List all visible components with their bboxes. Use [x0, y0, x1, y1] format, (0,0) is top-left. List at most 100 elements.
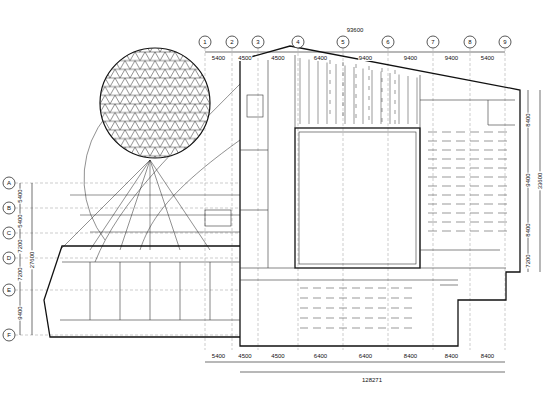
dimension-text: 4500: [237, 55, 252, 61]
axis-label: 8: [467, 39, 472, 45]
plan-stroke: [378, 298, 386, 299]
dimension-text: 128271: [361, 377, 383, 383]
plan-stroke: [326, 328, 334, 329]
plan-stroke: [343, 82, 344, 86]
plan-stroke: [352, 318, 360, 319]
plan-stroke: [404, 288, 412, 289]
plan-stroke: [442, 231, 451, 232]
plan-stroke: [343, 112, 344, 116]
plan-stroke: [442, 186, 451, 187]
plan-stroke: [456, 195, 465, 196]
dimension-text: 7200: [17, 238, 23, 253]
plan-stroke: [365, 288, 373, 289]
dimension-text: 5400: [480, 55, 495, 61]
plan-stroke: [352, 288, 360, 289]
plan-stroke: [309, 60, 310, 125]
plan-stroke: [456, 213, 465, 214]
plan-stroke: [369, 76, 370, 80]
axis-label: 9: [502, 39, 507, 45]
plan-stroke: [456, 186, 465, 187]
plan-stroke: [417, 78, 418, 125]
plan-stroke: [352, 308, 360, 309]
plan-stroke: [456, 204, 465, 205]
plan-stroke: [382, 118, 383, 122]
plan-stroke: [442, 204, 451, 205]
plan-stroke: [381, 72, 382, 125]
plan-stroke: [404, 308, 412, 309]
plan-stroke: [484, 177, 493, 178]
plan-stroke: [330, 110, 331, 114]
axis-bubble: [3, 284, 15, 296]
plan-stroke: [365, 318, 373, 319]
axis-label: 2: [229, 39, 234, 45]
plan-stroke: [470, 150, 479, 151]
plan-stroke: [498, 186, 507, 187]
plan-stroke: [382, 88, 383, 92]
plan-stroke: [470, 231, 479, 232]
plan-stroke: [428, 231, 437, 232]
plan-stroke: [456, 150, 465, 151]
plan-stroke: [470, 159, 479, 160]
plan-stroke: [300, 328, 308, 329]
plan-stroke: [391, 298, 399, 299]
plan-stroke: [318, 61, 319, 124]
plan-stroke: [395, 100, 396, 104]
plan-stroke: [336, 64, 337, 124]
axis-bubble: [3, 227, 15, 239]
plan-stroke: [363, 69, 364, 125]
plan-stroke: [470, 186, 479, 187]
dimension-text: 5400: [17, 213, 23, 228]
plan-stroke: [484, 168, 493, 169]
plan-stroke: [356, 84, 357, 88]
plan-stroke: [442, 213, 451, 214]
axis-label: E: [6, 287, 12, 293]
axis-bubble: [337, 36, 349, 48]
plan-stroke: [404, 298, 412, 299]
plan-stroke: [395, 90, 396, 94]
plan-stroke: [345, 66, 346, 125]
plan-stroke: [484, 204, 493, 205]
plan-stroke: [395, 80, 396, 84]
dimension-text: 6400: [313, 353, 328, 359]
axis-label: 3: [255, 39, 260, 45]
dimension-text: 33600: [537, 172, 543, 191]
plan-stroke: [372, 70, 373, 124]
plan-stroke: [408, 76, 409, 124]
plan-stroke: [442, 195, 451, 196]
axis-label: 1: [202, 39, 207, 45]
plan-stroke: [382, 98, 383, 102]
dimension-text: 9400: [444, 55, 459, 61]
plan-stroke: [404, 318, 412, 319]
plan-stroke: [391, 308, 399, 309]
dimension-text: 4500: [237, 353, 252, 359]
axis-bubble: [252, 36, 264, 48]
plan-stroke: [327, 63, 328, 125]
axis-bubble: [3, 202, 15, 214]
plan-stroke: [330, 90, 331, 94]
axis-label: F: [6, 332, 12, 338]
plan-stroke: [484, 159, 493, 160]
axis-label: 7: [430, 39, 435, 45]
plan-stroke: [391, 318, 399, 319]
axis-bubble: [427, 36, 439, 48]
plan-stroke: [470, 177, 479, 178]
plan-stroke: [428, 204, 437, 205]
plan-stroke: [365, 298, 373, 299]
axis-label: D: [6, 255, 12, 261]
plan-stroke: [330, 100, 331, 104]
plan-stroke: [498, 195, 507, 196]
plan-stroke: [300, 308, 308, 309]
plan-stroke: [369, 116, 370, 120]
plan-stroke: [442, 150, 451, 151]
plan-stroke: [428, 186, 437, 187]
axis-bubble: [3, 329, 15, 341]
plan-stroke: [428, 141, 437, 142]
plan-stroke: [369, 66, 370, 70]
plan-stroke: [313, 328, 321, 329]
plan-stroke: [356, 94, 357, 98]
plan-stroke: [369, 106, 370, 110]
plan-stroke: [356, 64, 357, 68]
dimension-text: 7200: [525, 253, 531, 268]
plan-stroke: [330, 70, 331, 74]
